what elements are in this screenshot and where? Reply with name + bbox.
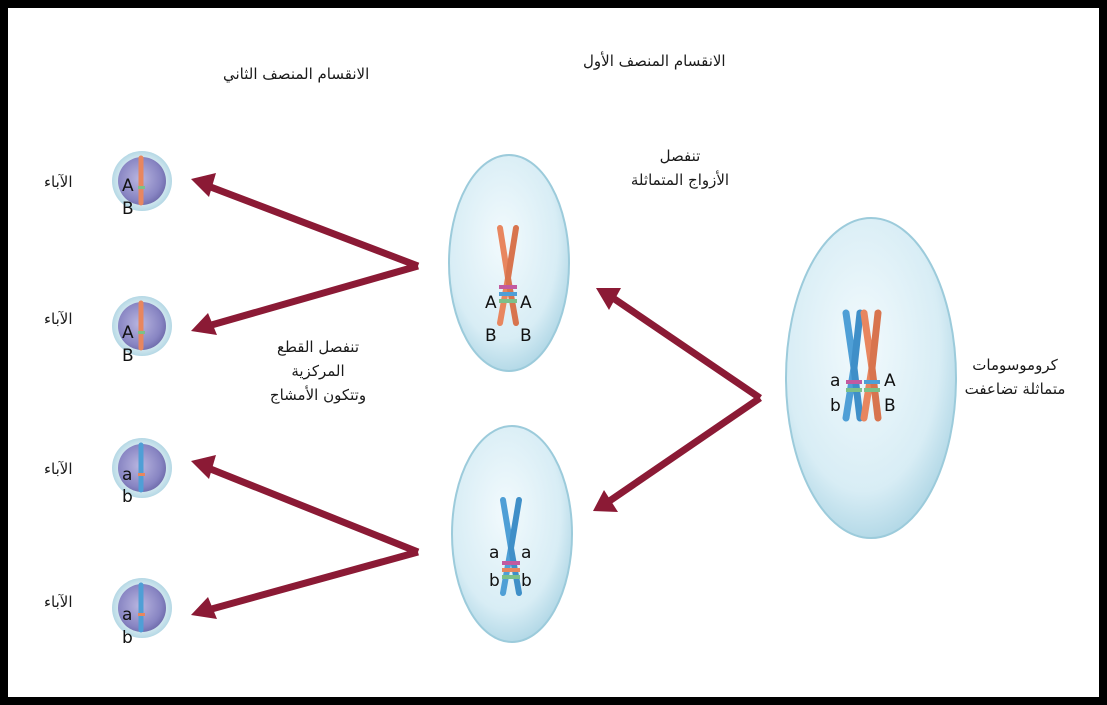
gamete-2: A B	[112, 296, 172, 366]
upper-allele-A-left: A	[485, 293, 497, 313]
lower-allele-b-right: b	[521, 571, 532, 591]
label-pairs-separate-line2: الأزواج المتماثلة	[630, 171, 730, 189]
arrowhead-g3	[191, 455, 216, 479]
label-centromeres-line2: المركزية	[291, 362, 345, 380]
label-homologous-duplicated: كروموسومات متماثلة تضاعفت	[950, 353, 1080, 401]
arrow-parent-to-lower	[606, 395, 762, 505]
label-homologous-line1: كروموسومات	[972, 356, 1058, 374]
arrowheads	[191, 173, 621, 619]
blue-chromosome-lower	[500, 497, 522, 596]
lower-allele-a-right: a	[521, 543, 531, 563]
label-pairs-separate-line1: تنفصل	[659, 147, 701, 165]
gamete-4-allele-top: a	[122, 605, 132, 625]
gamete-3: a b	[112, 438, 172, 507]
label-pairs-separate: تنفصل الأزواج المتماثلة	[620, 144, 740, 192]
parent-allele-A: A	[884, 371, 896, 391]
upper-allele-B-right: B	[520, 326, 532, 346]
meiosis-diagram: a b A B A B A B a b a b	[112, 151, 957, 648]
arrowhead-g4	[191, 597, 217, 619]
header-meiosis-one: الانقسام المنصف الأول	[583, 52, 726, 70]
gamete-4-label: الآباء	[44, 593, 73, 611]
gamete-2-allele-top: A	[122, 323, 134, 343]
label-homologous-line2: متماثلة تضاعفت	[964, 380, 1066, 398]
label-centromeres-line3: وتتكون الأمشاج	[269, 386, 367, 404]
arrow-lower-to-g4	[207, 548, 419, 614]
arrowhead-upper-cell	[596, 288, 621, 310]
arrowhead-g1	[191, 173, 216, 197]
gamete-2-label: الآباء	[44, 310, 73, 328]
arrows	[206, 182, 762, 614]
label-centromeres-line1: تنفصل القطع	[276, 338, 360, 356]
parent-allele-a: a	[830, 371, 840, 391]
parent-allele-B: B	[884, 396, 896, 416]
gamete-1-allele-top: A	[122, 176, 134, 196]
arrowhead-lower-cell	[593, 490, 618, 512]
gamete-3-allele-bottom: b	[122, 487, 133, 507]
gamete-4: a b	[112, 578, 172, 648]
gamete-1-label: الآباء	[44, 173, 73, 191]
parent-cell: a b A B	[785, 217, 957, 539]
blue-chromosome	[842, 309, 864, 422]
label-centromeres-separate: تنفصل القطع المركزية وتتكون الأمشاج	[253, 335, 383, 407]
cell-meiosis1-upper: A B A B	[448, 154, 570, 372]
gamete-3-label: الآباء	[44, 460, 73, 478]
arrow-upper-to-g2	[207, 262, 419, 330]
cell-meiosis1-lower: a b a b	[451, 425, 573, 643]
gamete-1: A B	[112, 151, 172, 219]
header-meiosis-two: الانقسام المنصف الثاني	[223, 65, 370, 83]
orange-chromosome-upper	[497, 225, 519, 326]
arrowhead-g2	[191, 313, 217, 335]
arrow-upper-to-g1	[206, 182, 420, 270]
gamete-2-allele-bottom: B	[122, 346, 134, 366]
lower-allele-b-left: b	[489, 571, 500, 591]
arrow-lower-to-g3	[206, 464, 420, 556]
parent-allele-b: b	[830, 396, 841, 416]
lower-allele-a-left: a	[489, 543, 499, 563]
gamete-3-allele-top: a	[122, 465, 132, 485]
upper-allele-A-right: A	[520, 293, 532, 313]
gamete-1-allele-bottom: B	[122, 199, 134, 219]
gamete-4-allele-bottom: b	[122, 628, 133, 648]
upper-allele-B-left: B	[485, 326, 497, 346]
orange-chromosome	[860, 309, 882, 422]
arrow-parent-to-upper	[611, 295, 762, 401]
